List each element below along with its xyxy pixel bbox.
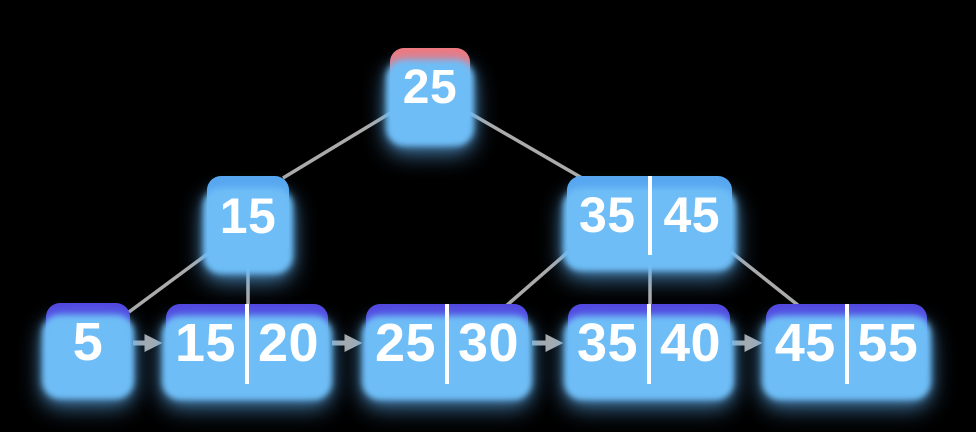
node-key: 45	[663, 186, 721, 243]
leaf-node-15-20: 15 20	[166, 304, 328, 384]
node-key: 15	[174, 313, 237, 373]
leaf-node-25-30: 25 30	[366, 304, 528, 384]
node-key: 5	[72, 312, 104, 372]
node-key: 55	[857, 313, 919, 373]
node-key: 20	[257, 313, 320, 373]
cell-divider	[245, 304, 249, 384]
node-key: 45	[774, 313, 836, 373]
edge-root-to-internal-left	[282, 110, 393, 180]
edge-root-to-internal-right	[467, 110, 583, 180]
internal-node-35-45: 35 45	[567, 176, 732, 255]
cell-divider	[647, 304, 651, 384]
edge-internal3545-to-leaf4555	[729, 250, 801, 308]
node-key: 35	[578, 186, 636, 243]
root-node-25: 25	[390, 48, 470, 130]
node-key: 15	[219, 188, 277, 244]
leaf-node-5: 5	[46, 303, 130, 383]
node-key: 25	[374, 313, 437, 373]
node-key: 25	[402, 61, 458, 114]
leaf-node-45-55: 45 55	[766, 304, 927, 384]
node-key: 30	[457, 313, 520, 373]
edge-internal15-to-leaf5	[127, 250, 212, 314]
cell-divider	[844, 304, 849, 384]
leaf-node-35-40: 35 40	[568, 304, 730, 384]
node-key: 35	[576, 313, 639, 373]
cell-divider	[647, 176, 652, 255]
node-key: 40	[659, 313, 722, 373]
edge-internal3545-to-leaf2530	[504, 250, 570, 308]
cell-divider	[445, 304, 449, 384]
internal-node-15: 15	[207, 176, 289, 258]
